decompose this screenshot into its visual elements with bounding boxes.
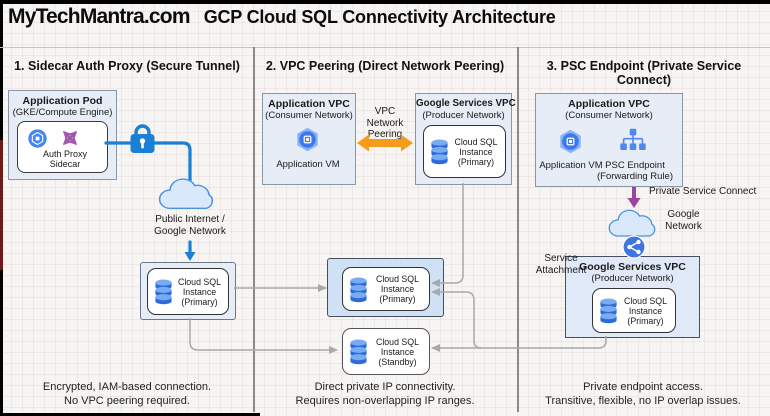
- col2-title: 2. VPC Peering (Direct Network Peering): [265, 59, 505, 73]
- database-icon: [348, 276, 369, 303]
- column-divider-2: [517, 47, 519, 412]
- col2-application-vpc-subtitle: (Consumer Network): [265, 110, 353, 121]
- database-icon: [429, 138, 450, 165]
- col2-gsvc-title: Google Services VPC: [416, 98, 516, 109]
- forwarding-rule-tree-icon: [617, 127, 649, 156]
- page-title: GCP Cloud SQL Connectivity Architecture: [203, 7, 556, 27]
- crossed-arrows-icon: [58, 126, 82, 150]
- database-icon: [153, 278, 174, 305]
- public-internet-cloud-shape: [158, 178, 214, 210]
- col2-application-vpc-title: Application VPC: [268, 98, 350, 110]
- left-frame-accent: [0, 140, 3, 270]
- application-pod-subtitle: (GKE/Compute Engine): [12, 107, 113, 118]
- col2-gsvc-subtitle: (Producer Network): [422, 110, 505, 121]
- col3-application-vpc-subtitle: (Consumer Network): [565, 110, 653, 121]
- compute-vm-icon: [557, 128, 584, 155]
- col3-title: 3. PSC Endpoint (Private Service Connect…: [546, 59, 742, 87]
- brand-logo-text: MyTechMantra.com: [8, 5, 190, 28]
- database-icon: [598, 297, 619, 324]
- vpc-peering-label: VPC Network Peering: [366, 106, 404, 140]
- psc-flow-arrowhead: [627, 198, 641, 208]
- compute-vm-icon: [294, 126, 321, 153]
- col3-sql-primary-box: Cloud SQL Instance (Primary): [592, 288, 676, 333]
- service-attachment-label: Service Attachment: [535, 253, 587, 276]
- header-divider: [0, 47, 770, 48]
- col2-sql-top-label: Cloud SQL Instance (Primary): [454, 136, 498, 167]
- col1-title: 1. Sidecar Auth Proxy (Secure Tunnel): [14, 59, 240, 73]
- google-network-cloud-shape: [608, 209, 656, 237]
- top-frame-bar: [0, 0, 770, 4]
- col3-gsvc-title: Google Services VPC: [579, 261, 686, 273]
- sidecar-label: Auth Proxy Sidecar: [42, 149, 88, 169]
- col3-application-vpc-title: Application VPC: [568, 98, 650, 110]
- col2-sql-primary-box: Cloud SQL Instance (Primary): [342, 267, 430, 311]
- cloud-to-sql-arrowhead: [184, 252, 196, 261]
- bottom-frame-bar: [0, 413, 260, 416]
- col3-application-vpc-box: Application VPC (Consumer Network): [535, 93, 683, 187]
- col2-footer: Direct private IP connectivity. Requires…: [295, 381, 475, 407]
- google-network-label: Google Network: [665, 209, 702, 232]
- gke-icon: [27, 128, 48, 149]
- auth-proxy-sidecar-box: Auth Proxy Sidecar: [17, 121, 108, 173]
- connector-col1-to-standby: [189, 318, 338, 354]
- secure-tunnel-line: [104, 141, 192, 184]
- col1-footer: Encrypted, IAM-based connection. No VPC …: [42, 381, 212, 407]
- col3-gsvc-subtitle: (Producer Network): [591, 273, 674, 284]
- private-service-connect-label: Private Service Connect: [649, 186, 757, 197]
- column-divider-1: [253, 47, 255, 412]
- col3-application-vm-label: Application VM: [539, 160, 603, 171]
- col2-sql-standby-box: Cloud SQL Instance (Standby): [342, 328, 430, 375]
- col2-sql-standby-label: Cloud SQL Instance (Standby): [375, 336, 420, 367]
- database-icon: [348, 338, 369, 365]
- col2-application-vm-label: Application VM: [276, 159, 340, 170]
- application-pod-title: Application Pod: [22, 95, 103, 107]
- col3-sql-primary-label: Cloud SQL Instance (Primary): [623, 295, 668, 326]
- col1-sql-primary-label: Cloud SQL Instance (Primary): [177, 276, 222, 307]
- service-attachment-icon: [622, 235, 646, 259]
- col1-sql-primary-box: Cloud SQL Instance (Primary): [147, 268, 229, 315]
- public-internet-label: Public Internet / Google Network: [154, 214, 226, 237]
- col2-sql-primary-label: Cloud SQL Instance (Primary): [375, 274, 420, 304]
- col3-footer: Private endpoint access. Transitive, fle…: [545, 381, 741, 407]
- header: MyTechMantra.com GCP Cloud SQL Connectiv…: [8, 5, 556, 29]
- col2-sql-top-box: Cloud SQL Instance (Primary): [423, 125, 506, 178]
- psc-endpoint-label: PSC Endpoint (Forwarding Rule): [596, 160, 674, 182]
- lock-icon: [130, 124, 155, 153]
